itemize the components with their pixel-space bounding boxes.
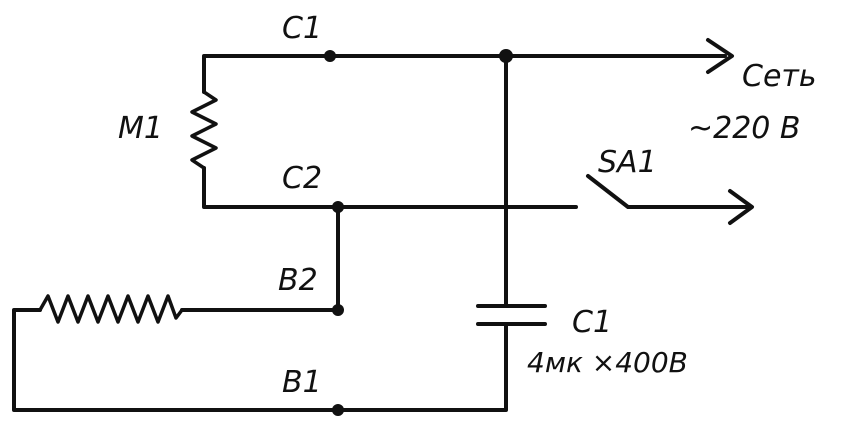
label-b2: B2 xyxy=(278,263,318,298)
arrow-mains-top xyxy=(706,38,734,74)
motor-winding-m1 xyxy=(190,90,218,170)
wire-top xyxy=(202,54,727,94)
label-c2: C2 xyxy=(282,161,322,196)
junction-b1 xyxy=(332,404,344,416)
wire-motor-down xyxy=(202,166,578,209)
label-capacitor-name: C1 xyxy=(572,305,612,340)
label-c1-terminal: C1 xyxy=(282,11,322,46)
label-b1: B1 xyxy=(282,365,322,400)
label-net: Сеть xyxy=(742,59,817,94)
junction-b2 xyxy=(332,304,344,316)
label-m1: M1 xyxy=(118,111,163,146)
junction-c1 xyxy=(324,50,336,62)
label-sa1: SA1 xyxy=(598,145,657,180)
resistor-winding xyxy=(38,294,184,324)
junction-top-cap xyxy=(499,49,513,63)
label-capacitor-value: 4мк ×400В xyxy=(527,346,688,379)
arrow-mains-bottom xyxy=(728,189,754,225)
wire-cap-bottom xyxy=(12,308,508,412)
label-voltage: ~220 В xyxy=(688,111,801,146)
switch-sa1-blade xyxy=(586,174,750,209)
junction-c2 xyxy=(332,201,344,213)
